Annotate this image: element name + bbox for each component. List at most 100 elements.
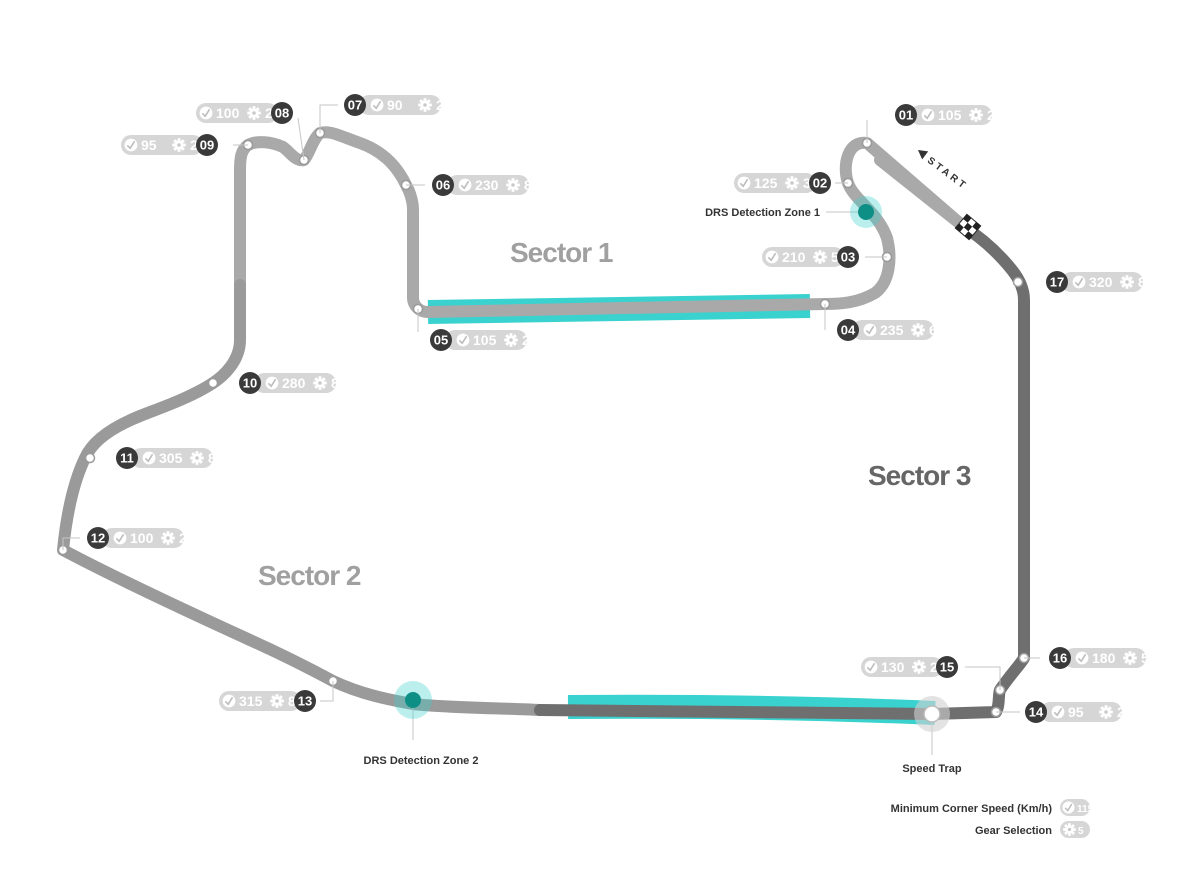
turn-number-badge <box>116 447 138 469</box>
gear-icon <box>813 250 827 264</box>
turn-number: 16 <box>1053 651 1067 666</box>
speedometer-icon <box>198 105 214 121</box>
turn-number: 06 <box>436 178 450 193</box>
speedometer-icon <box>123 137 139 153</box>
speedometer-icon <box>457 177 473 193</box>
turn-number-badge <box>196 134 218 156</box>
turn-gear: 8 <box>288 693 296 709</box>
turn-gear: 8 <box>1138 274 1146 290</box>
turn-speed: 305 <box>159 450 183 466</box>
drs-zone-2-label: DRS Detection Zone 2 <box>364 755 479 767</box>
turn-number: 08 <box>275 106 289 121</box>
gear-icon <box>504 333 518 347</box>
turn-gear: 2 <box>436 97 444 113</box>
speedometer-icon <box>369 97 385 113</box>
speedometer-icon <box>862 322 878 338</box>
turn-speed: 105 <box>938 107 962 123</box>
gear-icon <box>969 108 983 122</box>
gear-icon <box>190 451 204 465</box>
gear-icon <box>1063 823 1076 836</box>
corner-node-17 <box>1012 276 1024 288</box>
turn-speed: 130 <box>881 659 905 675</box>
turn-number-badge <box>87 527 109 549</box>
gear-icon <box>912 660 926 674</box>
turn-number-badge <box>432 174 454 196</box>
turn-speed: 95 <box>141 137 157 153</box>
turn-gear: 5 <box>831 249 839 265</box>
turn-speed: 210 <box>782 249 806 265</box>
turn-number: 02 <box>813 176 827 191</box>
turn-number: 15 <box>940 660 954 675</box>
turn-gear: 8 <box>331 375 339 391</box>
turn-number: 03 <box>841 250 855 265</box>
speedometer-icon <box>455 332 471 348</box>
track-mid-section <box>57 279 546 716</box>
drs-zone-1-label: DRS Detection Zone 1 <box>705 207 820 219</box>
gear-icon <box>313 376 327 390</box>
turn-number: 07 <box>348 98 362 113</box>
turn-number-badge <box>1046 271 1068 293</box>
speedometer-icon <box>141 450 157 466</box>
speedometer-icon <box>221 693 237 709</box>
turn-gear: 2 <box>190 137 198 153</box>
speedometer-icon <box>1071 274 1087 290</box>
drs-detection-zone-2-marker <box>394 681 432 719</box>
turn-number-badge <box>895 104 917 126</box>
turn-number: 04 <box>841 323 856 338</box>
turn-number-badge <box>1049 647 1071 669</box>
gear-icon <box>1099 705 1113 719</box>
turn-number-badge <box>837 246 859 268</box>
legend-gear-label: Gear Selection <box>975 825 1052 837</box>
turn-speed: 105 <box>473 332 497 348</box>
turn-callout-04: 235 6 04 <box>837 319 937 341</box>
turn-speed: 100 <box>130 530 154 546</box>
gear-icon <box>247 106 261 120</box>
corner-node-10 <box>207 377 219 389</box>
turn-number-badge <box>294 690 316 712</box>
speedometer-icon <box>1050 704 1066 720</box>
speedometer-icon <box>863 659 879 675</box>
gear-icon <box>161 531 175 545</box>
turn-number-badge <box>809 172 831 194</box>
gear-icon <box>418 98 432 112</box>
turn-callout-05: 105 2 05 <box>430 329 530 351</box>
legend-gear-sample: 5 <box>1078 826 1084 837</box>
turn-callout-16: 180 5 16 <box>1049 647 1149 669</box>
turn-number: 05 <box>434 333 448 348</box>
legend-speed-sample: 115 <box>1077 804 1094 815</box>
speedometer-icon <box>764 249 780 265</box>
turn-number-badge <box>430 329 452 351</box>
turn-gear: 5 <box>1141 650 1149 666</box>
turn-number-badge <box>271 102 293 124</box>
turn-speed: 180 <box>1092 650 1116 666</box>
turn-gear: 6 <box>929 322 937 338</box>
corner-nodes <box>57 127 1030 718</box>
turn-number: 14 <box>1029 705 1044 720</box>
gear-icon <box>785 176 799 190</box>
turn-gear: 2 <box>522 332 530 348</box>
corner-node-11 <box>84 452 96 464</box>
turn-gear: 2 <box>930 659 938 675</box>
gear-icon <box>270 694 284 708</box>
turn-number: 09 <box>200 138 214 153</box>
turn-speed: 235 <box>880 322 904 338</box>
speedometer-icon <box>1061 800 1076 815</box>
speedometer-icon <box>264 375 280 391</box>
turn-number: 11 <box>120 451 134 466</box>
turn-gear: 2 <box>1117 704 1125 720</box>
checkered-flag-icon <box>954 213 982 241</box>
gear-icon <box>172 138 186 152</box>
